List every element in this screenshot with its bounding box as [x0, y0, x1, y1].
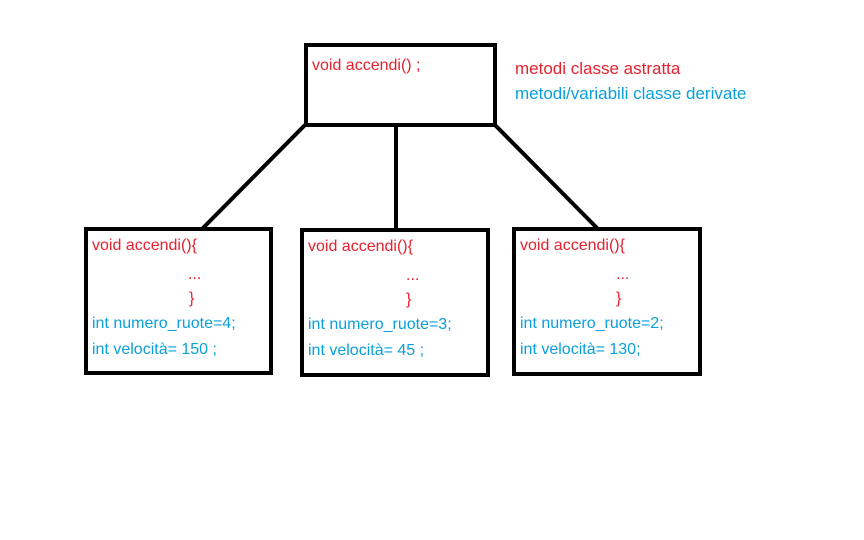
method-close-brace: }: [616, 290, 622, 307]
derived-method-open: void accendi(){: [92, 237, 197, 254]
derived-class-box-2: void accendi(){ ... } int numero_ruote=3…: [300, 228, 490, 377]
wheels-variable: int numero_ruote=2;: [520, 315, 664, 332]
speed-variable: int velocità= 45 ;: [308, 342, 425, 359]
legend-abstract-methods: metodi classe astratta: [515, 59, 681, 78]
abstract-method: void accendi() ;: [312, 57, 421, 74]
abstract-class-box: void accendi() ;: [304, 43, 497, 127]
speed-variable: int velocità= 130;: [520, 341, 641, 358]
connector-right: [493, 123, 599, 230]
derived-method-open: void accendi(){: [520, 237, 625, 254]
derived-class-box-3: void accendi(){ ... } int numero_ruote=2…: [512, 227, 702, 376]
derived-class-box-1: void accendi(){ ... } int numero_ruote=4…: [84, 227, 273, 375]
legend-derived-members: metodi/variabili classe derivate: [515, 84, 747, 103]
method-body-ellipsis: ...: [406, 267, 420, 284]
connector-left: [201, 123, 307, 230]
derived-method-open: void accendi(){: [308, 238, 413, 255]
method-body-ellipsis: ...: [188, 266, 202, 283]
method-body-ellipsis: ...: [616, 266, 630, 283]
speed-variable: int velocità= 150 ;: [92, 341, 217, 358]
method-close-brace: }: [189, 290, 195, 307]
method-close-brace: }: [406, 291, 412, 308]
wheels-variable: int numero_ruote=3;: [308, 316, 452, 333]
wheels-variable: int numero_ruote=4;: [92, 315, 236, 332]
